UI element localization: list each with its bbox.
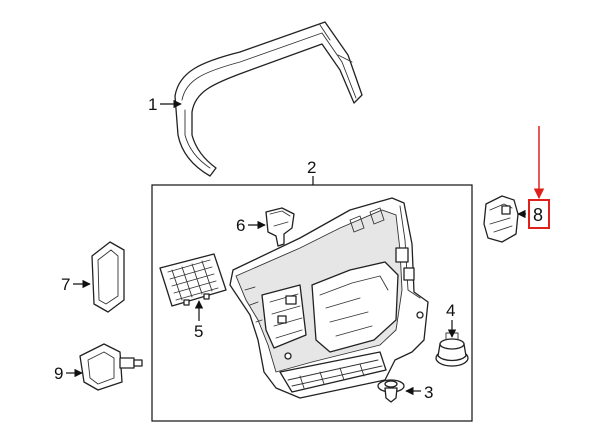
part-1-window-molding xyxy=(174,21,363,177)
part-4-push-pin xyxy=(435,332,469,367)
callout-3-number: 3 xyxy=(424,383,433,402)
part-2-quarter-trim-panel xyxy=(229,197,429,399)
part-6-retainer-clip xyxy=(265,207,295,247)
callout-3: 3 xyxy=(405,383,433,402)
part-3-push-rivet xyxy=(377,379,405,403)
part-7-trim-cover xyxy=(91,241,125,313)
callout-2: 2 xyxy=(307,158,316,185)
callout-1: 1 xyxy=(148,95,182,114)
callout-8-number: 8 xyxy=(533,205,543,225)
callout-5: 5 xyxy=(194,300,203,341)
callout-5-number: 5 xyxy=(194,322,203,341)
callout-6-number: 6 xyxy=(236,216,245,235)
callout-8-highlight-box xyxy=(528,199,550,229)
callout-4-number: 4 xyxy=(446,301,455,320)
callout-9-number: 9 xyxy=(54,364,63,383)
part-9-lamp-socket xyxy=(79,343,143,391)
callout-7: 7 xyxy=(61,275,91,294)
callout-2-number: 2 xyxy=(307,158,316,177)
callout-9: 9 xyxy=(54,364,83,383)
callout-8: 8 xyxy=(517,126,550,229)
callout-7-number: 7 xyxy=(61,275,70,294)
callout-6: 6 xyxy=(236,216,266,235)
assembly-frame xyxy=(151,184,473,422)
callout-4: 4 xyxy=(446,301,457,338)
part-5-vent-grille xyxy=(159,253,227,307)
part-8-bracket xyxy=(483,195,519,243)
callout-1-number: 1 xyxy=(148,95,157,114)
